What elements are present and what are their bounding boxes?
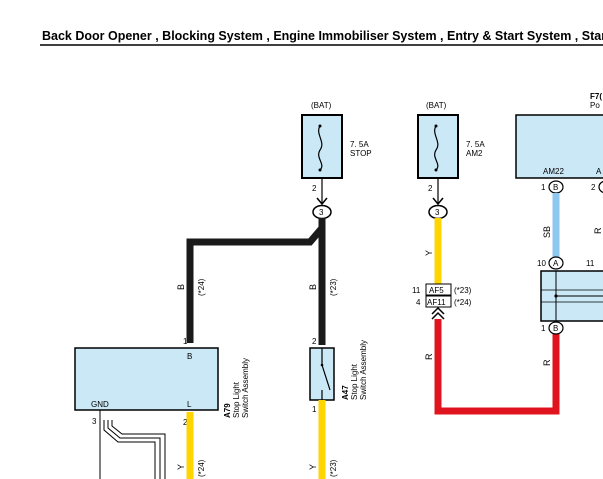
wire-black-a79 <box>186 218 326 343</box>
wire-label-y-a79: Y <box>176 464 186 470</box>
gnd-wire-bundle <box>103 420 166 479</box>
a47-pin-bottom: 1 <box>312 405 317 414</box>
wire-label-y-am2: Y <box>424 250 434 256</box>
fuse-am2-source: (BAT) <box>426 101 447 110</box>
right-block-name: Po <box>590 101 600 110</box>
right-mid-pin2: 11 <box>586 259 595 268</box>
a47-name-line1: Stop Light <box>350 363 359 400</box>
connector-stop-3-label: 3 <box>319 208 324 217</box>
fuse-am2-pin: 2 <box>428 184 433 193</box>
a79-name-line1: Stop Light <box>232 381 241 418</box>
wire-note-23-lower: (*23) <box>329 459 338 477</box>
right-mid-conn-label: A <box>553 259 559 268</box>
right-term1-pin: 1 <box>541 183 546 192</box>
a79-gnd-label: GND <box>91 400 109 409</box>
fuse-stop-pin: 2 <box>312 184 317 193</box>
a79-pin-bottom-label: L <box>187 400 192 409</box>
wire-label-y-a47: Y <box>308 464 318 470</box>
junction-af5-box <box>425 283 452 296</box>
a47-switch-symbol <box>321 364 331 391</box>
right-term2-pin: 2 <box>591 183 596 192</box>
a79-pin-bottom: 2 <box>183 418 188 427</box>
a47-pin-top: 2 <box>312 337 317 346</box>
fuse-stop-rating: 7. 5A <box>350 140 369 149</box>
fuse-stop-symbol <box>318 125 323 171</box>
fuse-am2-symbol <box>434 125 439 171</box>
right-bot-conn-label: B <box>553 324 558 333</box>
wire-red <box>434 319 560 415</box>
connector-am2-3-label: 3 <box>435 208 440 217</box>
a79-name-line2: Switch Assembly <box>241 358 250 418</box>
wire-note-24-lower: (*24) <box>197 459 206 477</box>
a79-pin-top-label: B <box>187 352 192 361</box>
a79-pin-top: 1 <box>183 337 188 346</box>
wire-label-sb: SB <box>542 226 552 238</box>
a79-box <box>74 347 219 411</box>
fuse-am2-rating: 7. 5A <box>466 140 485 149</box>
junction-af11-box <box>425 295 452 308</box>
wire-label-r-right: R <box>542 359 552 366</box>
wire-label-b-left: B <box>176 284 186 290</box>
fuse-am2-name: AM2 <box>466 149 483 158</box>
right-block-code: F7( <box>590 92 602 101</box>
a79-code: A79 <box>223 403 232 418</box>
junction-chevrons <box>431 306 445 320</box>
junction-bottom-pin: 4 <box>416 298 421 307</box>
diagram-title: Back Door Opener , Blocking System , Eng… <box>42 29 603 43</box>
junction-top-label: AF5 <box>429 286 444 295</box>
junction-top-note: (*23) <box>454 286 472 295</box>
right-block-box <box>515 114 603 179</box>
right-bot-pin: 1 <box>541 324 546 333</box>
right-mid-conn <box>548 256 564 270</box>
right-mid-pin: 10 <box>537 259 546 268</box>
fuse-am2-arrow <box>432 197 444 206</box>
wire-note-23-upper: (*23) <box>329 278 338 296</box>
fuse-stop-name: STOP <box>350 149 372 158</box>
right-block-term1: AM22 <box>543 167 564 176</box>
right-term1-conn-label: B <box>553 183 558 192</box>
wire-note-24-upper: (*24) <box>197 278 206 296</box>
right-bot-conn <box>548 321 564 335</box>
junction-top-pin: 11 <box>412 286 421 295</box>
wire-label-r-top-right: R <box>593 227 603 234</box>
a47-name-line2: Switch Assembly <box>359 340 368 400</box>
a79-gnd-pin: 3 <box>92 417 97 426</box>
junction-bottom-label: AF11 <box>427 298 446 307</box>
right-block-term2: A <box>596 167 602 176</box>
fuse-stop-arrow <box>316 197 328 206</box>
wire-label-r-left: R <box>424 353 434 360</box>
fuse-stop-source: (BAT) <box>311 101 332 110</box>
wire-label-b-right: B <box>308 284 318 290</box>
junction-bottom-note: (*24) <box>454 298 472 307</box>
a47-code: A47 <box>341 385 350 400</box>
